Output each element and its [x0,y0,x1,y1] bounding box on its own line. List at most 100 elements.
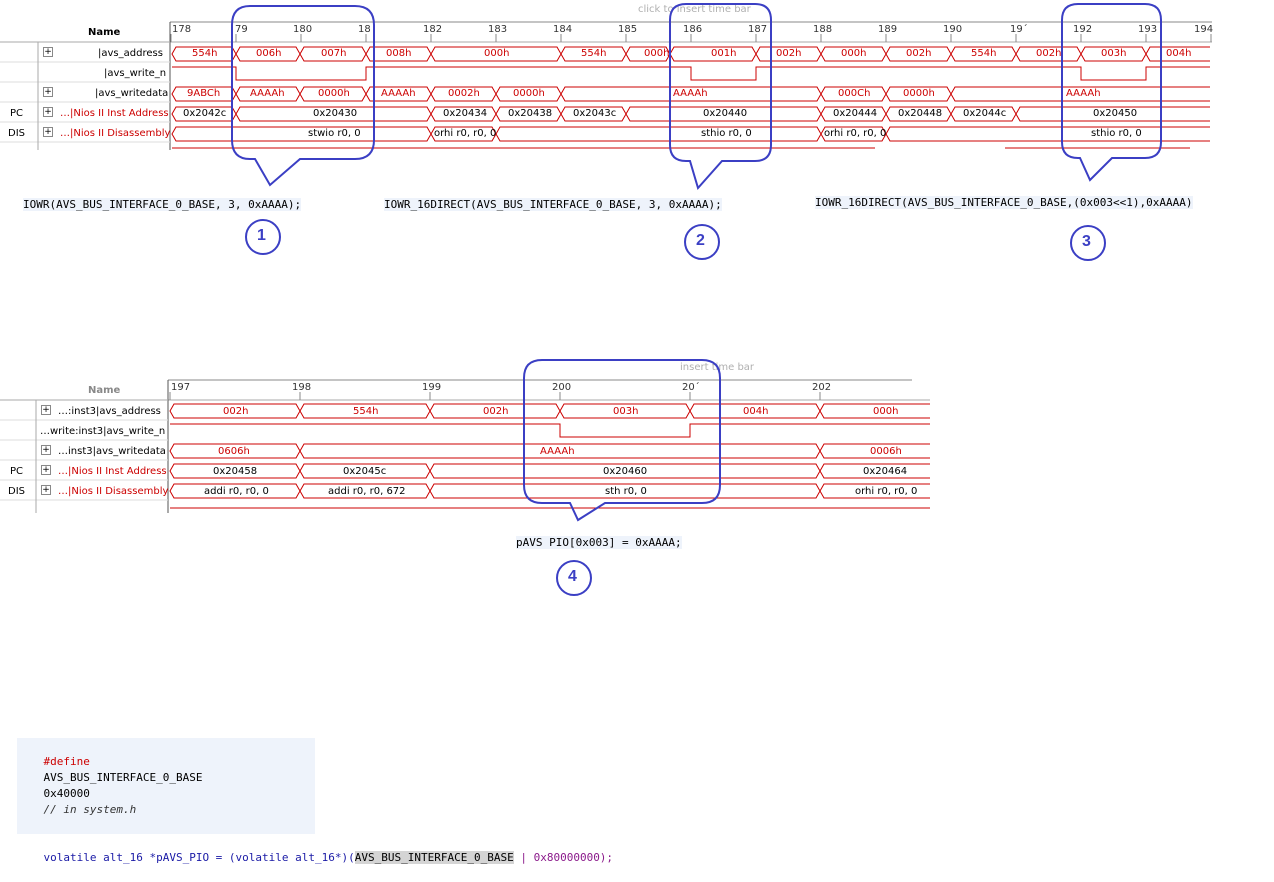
bus-value: sthio r0, 0 [701,128,752,139]
bus-value: 007h [321,48,347,59]
bus-value: 0x20450 [1093,108,1138,119]
bus-value: 004h [1166,48,1192,59]
row-prefix-label: DIS [8,128,25,139]
ruler-tick-label: 20´ [682,382,700,393]
signal-name: |avs_write_n [104,68,167,79]
bus-value: 0002h [448,88,480,99]
expand-icon[interactable]: + [41,465,51,475]
define-keyword: #define [43,755,90,768]
bus-value: 002h [223,406,249,417]
code-snippet-4: pAVS PIO[0x003] = 0xAAAA; [516,536,682,549]
ruler-tick-label: 183 [488,24,508,35]
ruler-tick-label: 190 [943,24,963,35]
signal-name: …:inst3|avs_address [58,406,161,417]
signal-name: …write:inst3|avs_write_n [40,426,166,437]
bus-value: 554h [971,48,997,59]
bus-value: 0006h [870,446,902,457]
ruler-tick-label: 180 [293,24,313,35]
bus-value: 0x20460 [603,466,648,477]
pointer-decl: volatile alt_16 *pAVS_PIO = (volatile al… [43,851,355,864]
signal-name: …inst3|avs_writedata [58,446,166,457]
bus-value: 004h [743,406,769,417]
define-value: 0x40000 [43,787,90,800]
bus-value: 008h [386,48,412,59]
bus-value: 002h [483,406,509,417]
bus-value: 002h [776,48,802,59]
expand-icon[interactable]: + [43,107,53,117]
callout-circle-1 [245,219,281,255]
ruler-tick-label: 188 [813,24,833,35]
signal-name: …|Nios II Inst Address [60,108,169,119]
bus-value: 554h [192,48,218,59]
ruler-tick-label: 200 [552,382,572,393]
bus-value: 0x20464 [863,466,908,477]
bus-value: 002h [906,48,932,59]
top-waveform-panel: click to insert time bar Name 178 79 180… [0,0,1215,160]
callout-number-2: 2 [696,232,705,249]
bottom-waveform-svg [0,379,930,513]
signal-name: …|Nios II Disassembly [58,486,169,497]
bus-value: 554h [353,406,379,417]
code-line-define: #define AVS_BUS_INTERFACE_0_BASE 0x40000… [17,738,316,834]
top-timebar-hint[interactable]: click to insert time bar [638,4,751,15]
bottom-waveform-panel: insert time bar Name 197 198 199 200 20´… [0,355,935,515]
bus-value: 000h [484,48,510,59]
bus-value: 554h [581,48,607,59]
bus-value: orhi r0, r0, 0 [434,128,497,139]
bus-value: stwio r0, 0 [308,128,361,139]
bus-value: 0x2042c [183,108,227,119]
top-waveform-svg [0,0,1215,160]
bus-value: 0x2043c [573,108,617,119]
pointer-base-highlight: AVS_BUS_INTERFACE_0_BASE [354,851,514,864]
ruler-tick-label: 197 [171,382,191,393]
bus-value: 000h [644,48,670,59]
bus-value: sth r0, 0 [605,486,647,497]
expand-icon[interactable]: + [41,485,51,495]
ruler-tick-label: 79 [235,24,248,35]
callout-circle-2 [684,224,720,260]
ruler-tick-label: 186 [683,24,703,35]
callout-number-4: 4 [568,568,577,585]
code-snippet-1: IOWR(AVS_BUS_INTERFACE_0_BASE, 3, 0xAAAA… [23,198,302,211]
ruler-tick-label: 182 [423,24,443,35]
define-name: AVS_BUS_INTERFACE_0_BASE [43,771,203,784]
bus-value: 006h [256,48,282,59]
bus-value: 003h [613,406,639,417]
callout-shapes-top [231,3,1162,261]
ruler-tick-label: 202 [812,382,832,393]
bus-value: addi r0, r0, 672 [328,486,406,497]
expand-icon[interactable]: + [41,405,51,415]
row-prefix-label: DIS [8,486,25,497]
bus-value: addi r0, r0, 0 [204,486,269,497]
bus-value: 0x2044c [963,108,1007,119]
signal-name: …|Nios II Inst Address [58,466,167,477]
row-prefix-label: PC [10,466,24,477]
callout-number-1: 1 [257,227,266,244]
bus-value: 001h [711,48,737,59]
expand-icon[interactable]: + [41,445,51,455]
bus-value: 002h [1036,48,1062,59]
callout-bubble-1 [231,5,375,187]
expand-icon[interactable]: + [43,87,53,97]
ruler-tick-label: 194 [1194,24,1214,35]
bus-value: 9ABCh [187,88,221,99]
bus-value: 0x2045c [343,466,387,477]
callout-circle-4 [556,560,592,596]
bus-value: 000h [873,406,899,417]
ruler-tick-label: 187 [748,24,768,35]
bus-value: 003h [1101,48,1127,59]
callout-number-3: 3 [1082,233,1091,250]
callout-bubble-3 [1061,3,1162,182]
ruler-tick-label: 184 [553,24,573,35]
ruler-tick-label: 189 [878,24,898,35]
bus-value: 0x20438 [508,108,553,119]
ruler-tick-label: 185 [618,24,638,35]
callout-bubble-4 [523,359,721,522]
ruler-tick-label: 199 [422,382,442,393]
bus-value: 0x20430 [313,108,358,119]
expand-icon[interactable]: + [43,127,53,137]
signal-name: …|Nios II Disassembly [60,128,171,139]
bus-value: 0000h [318,88,350,99]
expand-icon[interactable]: + [43,47,53,57]
bus-value: 0x20440 [703,108,748,119]
